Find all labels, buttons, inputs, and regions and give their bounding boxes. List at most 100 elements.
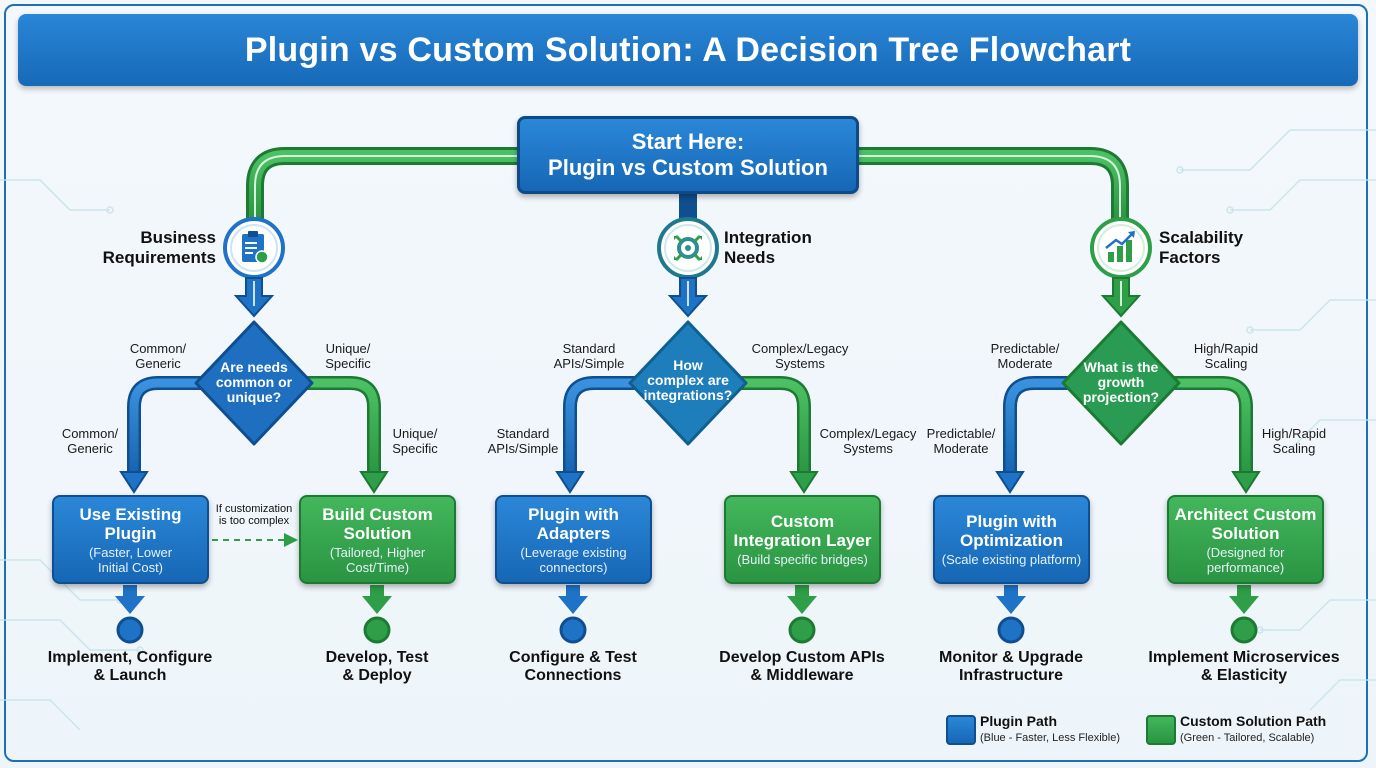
decision-diamonds	[194, 320, 1181, 446]
outcome-plugin-with-adapters: Plugin with Adapters (Leverage existing …	[495, 495, 652, 584]
trunk-connectors	[246, 147, 1129, 229]
decision-line: Are needs	[220, 359, 288, 375]
branch-label-line: High/Rapid	[1193, 341, 1259, 356]
decision-text-1: Are needs common or unique?	[199, 360, 309, 405]
decision-text-3: What is the growth projection?	[1066, 360, 1176, 405]
circuit-decoration	[0, 129, 1376, 731]
outcome-title-line: Custom	[770, 512, 835, 531]
branch-label-line: Standard	[496, 426, 550, 441]
step-label-line: Configure & Test	[509, 649, 637, 666]
outer-frame	[4, 4, 1368, 762]
outcome-sub-line: (Tailored, Higher	[329, 544, 426, 560]
step-label-line: & Elasticity	[1200, 667, 1288, 684]
branch-label: Predictable/Moderate	[982, 341, 1068, 371]
decision-line: What is the	[1083, 359, 1159, 375]
decision-line: integrations?	[643, 387, 733, 403]
clipboard-icon	[223, 217, 285, 279]
step-label-line: Monitor & Upgrade	[939, 649, 1083, 666]
growth-chart-icon	[1090, 217, 1152, 279]
decision-line: growth	[1097, 374, 1145, 390]
branch-label: Common/Generic	[120, 341, 196, 371]
branch-label-line: Systems	[775, 356, 825, 371]
legend-custom-swatch	[1146, 715, 1176, 745]
category-to-decision-arrows	[233, 277, 1142, 318]
step-label: Develop Custom APIs& Middleware	[707, 649, 897, 685]
outcome-title-line: Architect Custom	[1174, 504, 1317, 524]
category-label-integration: Integration Needs	[724, 228, 844, 268]
branch-label-line: High/Rapid	[1261, 426, 1327, 441]
outcome-architect-custom-solution: Architect Custom Solution (Designed for …	[1167, 495, 1324, 584]
branch-connectors	[127, 376, 1253, 483]
outcome-title-line: Optimization	[960, 531, 1063, 550]
category-label-line: Integration	[724, 228, 812, 247]
legend-plugin-swatch	[946, 715, 976, 745]
start-line-1: Start Here:	[631, 129, 745, 154]
branch-label-line: Specific	[392, 441, 438, 456]
branch-label-line: Generic	[67, 441, 113, 456]
outcome-arrows	[115, 585, 1259, 614]
outcome-sub-line: (Leverage existing	[520, 544, 627, 560]
branch-label-line: APIs/Simple	[553, 356, 625, 371]
branch-label-line: APIs/Simple	[487, 441, 559, 456]
category-label-business: Business Requirements	[100, 228, 216, 268]
step-label: Implement Microservices& Elasticity	[1144, 649, 1344, 685]
start-node: Start Here: Plugin vs Custom Solution	[517, 116, 859, 194]
branch-label-line: Scaling	[1204, 356, 1248, 371]
outcome-build-custom-solution: Build Custom Solution (Tailored, Higher …	[299, 495, 456, 584]
branch-label-line: Systems	[843, 441, 893, 456]
branch-label: Unique/Specific	[382, 426, 448, 456]
outcome-sub-line: Initial Cost)	[97, 559, 164, 575]
outcome-custom-integration-layer: Custom Integration Layer (Build specific…	[724, 495, 881, 584]
outcome-sub-line: connectors)	[539, 559, 608, 575]
decision-line: How	[673, 357, 703, 373]
branch-label: Predictable/Moderate	[918, 426, 1004, 456]
outcome-title-line: Plugin	[104, 523, 157, 543]
decision-diamond-2	[628, 320, 748, 446]
branch-label: Common/Generic	[52, 426, 128, 456]
step-label-line: Implement Microservices	[1148, 649, 1340, 666]
step-dots	[116, 616, 1258, 644]
branch-label: Unique/Specific	[313, 341, 383, 371]
branch-label-line: Generic	[135, 356, 181, 371]
branch-label-line: Predictable/	[926, 426, 996, 441]
fallback-note-line: If customization	[215, 503, 293, 515]
decision-diamond-3	[1061, 320, 1181, 446]
branch-label-line: Unique/	[325, 341, 371, 356]
legend-custom-title: Custom Solution Path	[1180, 713, 1327, 729]
step-label-line: Develop, Test	[325, 649, 429, 666]
step-label-line: Develop Custom APIs	[719, 649, 885, 666]
outcome-title-line: Build Custom	[322, 504, 433, 524]
step-label-line: Connections	[524, 667, 622, 684]
decision-line: complex are	[647, 372, 729, 388]
decision-text-2: How complex are integrations?	[633, 358, 743, 403]
branch-label-line: Common/	[129, 341, 187, 356]
fallback-note: If customization is too complex	[212, 503, 296, 527]
category-label-line: Needs	[724, 248, 776, 267]
outcome-sub-line: (Build specific bridges)	[737, 552, 868, 567]
step-label-line: Infrastructure	[958, 667, 1064, 684]
branch-label-line: Standard	[562, 341, 616, 356]
step-label-line: Implement, Configure	[47, 649, 213, 666]
legend-custom-desc: (Green - Tailored, Scalable)	[1180, 732, 1315, 744]
step-label: Develop, Test& Deploy	[297, 649, 457, 685]
category-icons	[223, 217, 1152, 279]
step-label-line: & Middleware	[750, 667, 854, 684]
outcome-title-line: Plugin with	[528, 504, 619, 524]
decision-line: projection?	[1082, 389, 1160, 405]
outcome-sub-line: (Scale existing platform)	[941, 552, 1082, 567]
outcome-title-line: Adapters	[536, 523, 611, 543]
outcome-title-line: Solution	[1211, 523, 1280, 543]
category-label-line: Requirements	[102, 248, 216, 267]
step-label: Implement, Configure& Launch	[40, 649, 220, 685]
category-label-line: Scalability	[1159, 228, 1244, 247]
decision-diamond-1	[194, 320, 314, 446]
outcome-plugin-with-optimization: Plugin with Optimization (Scale existing…	[933, 495, 1090, 584]
